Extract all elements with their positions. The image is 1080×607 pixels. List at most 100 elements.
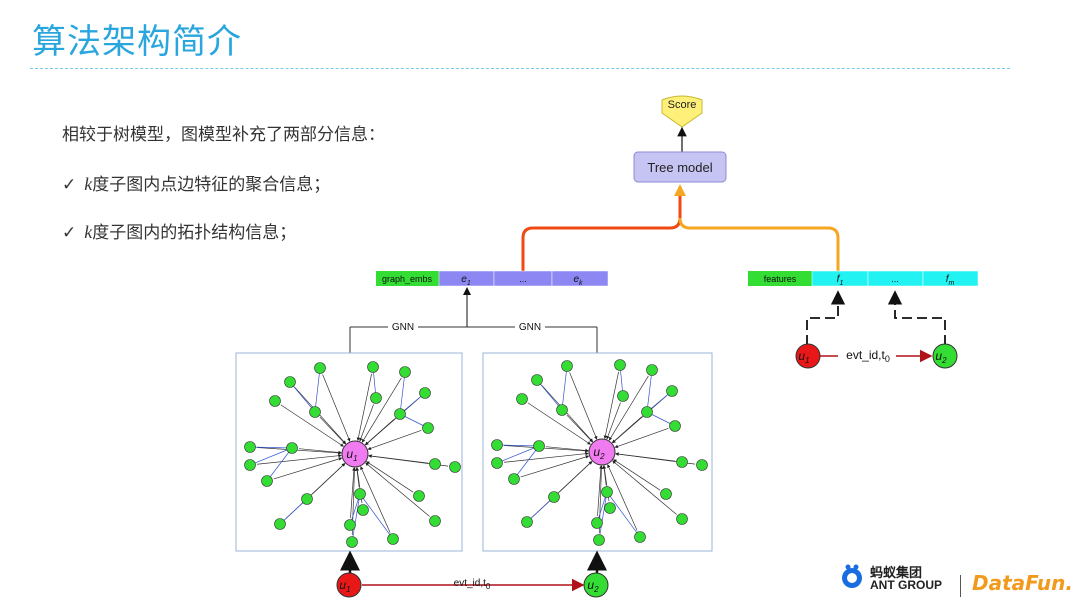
- graph-node: [491, 439, 503, 451]
- graph-edge: [612, 460, 677, 515]
- graph-node: [422, 422, 434, 434]
- gnn-label-bg-left: [388, 320, 418, 333]
- tree-model-box: [633, 151, 727, 183]
- score-node: [661, 95, 703, 128]
- right-edge-label: evt_id,t0: [846, 348, 890, 364]
- hub-node: [588, 438, 616, 466]
- graph-edge: [360, 466, 391, 533]
- graph-node: [516, 393, 528, 405]
- right-u1-label: u1: [798, 349, 809, 365]
- hub-label: u1: [346, 447, 357, 463]
- graph-node: [449, 461, 461, 473]
- graph-edge: [365, 462, 430, 517]
- graph-node: [309, 406, 321, 418]
- graph-node: [274, 518, 286, 530]
- right-u2-node: [932, 343, 958, 369]
- bullet-topology: ✓k度子图内的拓扑结构信息；: [62, 218, 296, 243]
- graph-node: [394, 408, 406, 420]
- bottom-u1-node: [336, 572, 362, 598]
- graph-edge: [496, 445, 540, 464]
- graph-edge: [289, 381, 316, 413]
- ellipsis-label: ...: [519, 274, 527, 284]
- graph-node: [641, 406, 653, 418]
- graph-edge: [496, 444, 540, 447]
- right-u1-node: [795, 343, 821, 369]
- graph-node: [676, 456, 688, 468]
- graph-node: [244, 459, 256, 471]
- graph-node: [244, 441, 256, 453]
- graph-edge: [503, 452, 589, 463]
- check-icon: ✓: [62, 223, 77, 243]
- graph-edge: [503, 445, 589, 453]
- graph-node: [634, 531, 646, 543]
- graph-edge: [545, 446, 589, 453]
- graph-edge: [256, 447, 342, 455]
- graph-edge: [359, 493, 394, 540]
- graph-edge: [364, 418, 396, 446]
- graph-edge: [520, 455, 590, 478]
- graph-node: [419, 387, 431, 399]
- graph-edge: [367, 430, 422, 451]
- graph-edge: [613, 459, 661, 491]
- graph-edge: [606, 491, 641, 538]
- graph-node: [604, 502, 616, 514]
- bottom-u2-label: u2: [587, 578, 599, 594]
- graph-edge: [249, 446, 293, 449]
- graph-edge: [606, 402, 621, 440]
- score-label: Score: [668, 99, 697, 111]
- ek-label: ek: [573, 274, 583, 287]
- graph-node: [593, 534, 605, 546]
- check-icon: ✓: [62, 175, 77, 195]
- graph-edge: [536, 379, 563, 411]
- graph-edge: [526, 496, 555, 523]
- graph-node: [601, 486, 613, 498]
- graph-edge: [280, 404, 344, 447]
- graph-node: [646, 364, 658, 376]
- graph-node: [533, 440, 545, 452]
- page-title: 算法架构简介: [32, 22, 242, 62]
- datafun-logo: DataFun.: [972, 571, 1073, 595]
- graph-edge: [355, 467, 360, 488]
- graph-edge: [513, 445, 540, 480]
- graph-edge: [399, 371, 406, 415]
- right-edge-label-bg: [838, 346, 896, 362]
- graph-node: [346, 536, 358, 548]
- graph-node: [354, 488, 366, 500]
- graph-node: [521, 516, 533, 528]
- graph-node: [284, 376, 296, 388]
- title-divider: [30, 68, 1010, 69]
- bottom-u1-label: u1: [339, 578, 350, 594]
- graph-node: [370, 392, 382, 404]
- graph-edge: [273, 457, 343, 480]
- graph-edge: [598, 491, 608, 541]
- graph-edge: [249, 447, 293, 466]
- graph-edge: [359, 404, 374, 442]
- ant-group-name-cn: 蚂蚁集团: [870, 566, 923, 581]
- features-cell: [748, 271, 812, 286]
- fm-label: fm: [946, 274, 955, 287]
- graph-node: [387, 533, 399, 545]
- gnn-label-bg-right: [515, 320, 545, 333]
- graph-edge: [611, 416, 643, 444]
- subgraph-u1: u1: [244, 361, 461, 548]
- right-dashed-path-right: [887, 290, 946, 345]
- graph-node: [561, 360, 573, 372]
- gnn-label-right: GNN: [519, 322, 541, 333]
- k-variable: k: [84, 222, 93, 242]
- graph-node: [357, 504, 369, 516]
- fm-cell: [922, 270, 979, 287]
- graph-node: [548, 491, 560, 503]
- graph-edge: [256, 454, 342, 465]
- graph-node: [508, 473, 520, 485]
- graph-node: [269, 395, 281, 407]
- f1-label: f1: [837, 274, 844, 287]
- e1-label: e1: [461, 274, 471, 287]
- hub-node: [341, 440, 369, 468]
- graph-edge: [597, 465, 603, 517]
- ek-cell: [551, 270, 609, 287]
- logo-divider: [960, 575, 961, 597]
- graph-edge: [350, 467, 356, 519]
- graph-edge: [614, 428, 669, 449]
- bullet-text: 度子图内点边特征的聚合信息；: [92, 175, 331, 195]
- feature-path: [678, 217, 840, 271]
